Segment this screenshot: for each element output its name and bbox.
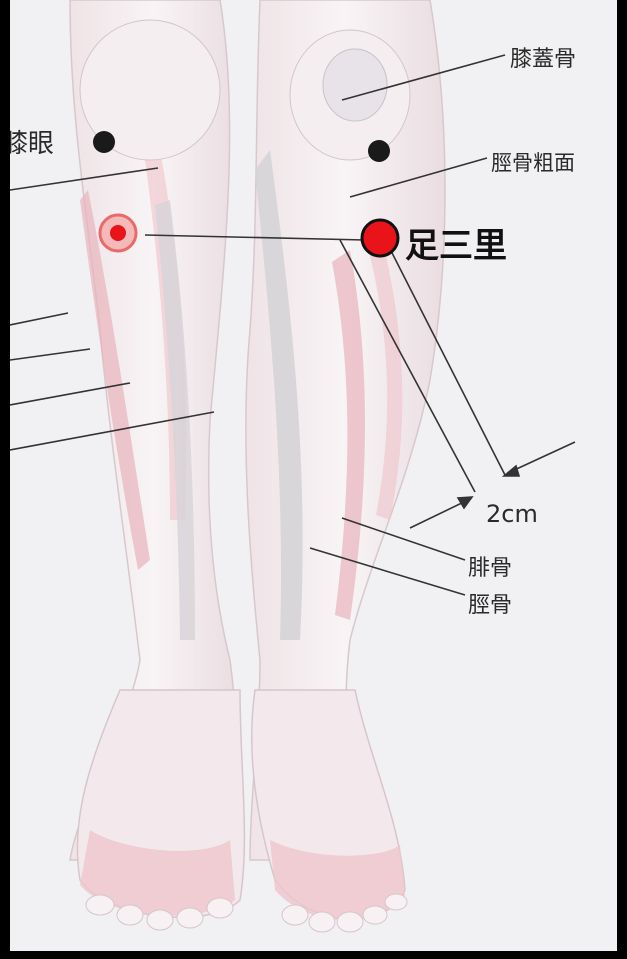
label-distance: 2cm: [486, 500, 538, 528]
leader-line-left-1: [10, 313, 68, 325]
legs-diagram: 膝眼 膝蓋骨 脛骨粗面 足三里 2cm 腓骨 脛骨: [10, 0, 617, 951]
label-knee-eye: 膝眼: [10, 129, 54, 159]
leader-line-left-2: [10, 349, 90, 360]
right-knee-eye-point: [368, 140, 390, 162]
label-zusanli: 足三里: [405, 226, 507, 266]
acupoint-dot-icon: [362, 220, 398, 256]
acupoint-dot-icon: [93, 131, 115, 153]
label-tibial-tuberosity: 脛骨粗面: [491, 151, 575, 175]
label-tibia: 脛骨: [468, 593, 512, 618]
left-knee-eye-point: [93, 131, 115, 153]
label-patella: 膝蓋骨: [510, 47, 576, 72]
mirror-zusanli-point: [100, 215, 136, 251]
right-leg: [246, 0, 445, 932]
zusanli-point: [362, 220, 398, 256]
acupoint-dot-icon: [368, 140, 390, 162]
anatomy-illustration: 膝眼 膝蓋骨 脛骨粗面 足三里 2cm 腓骨 脛骨: [10, 0, 617, 951]
label-fibula: 腓骨: [468, 556, 512, 581]
